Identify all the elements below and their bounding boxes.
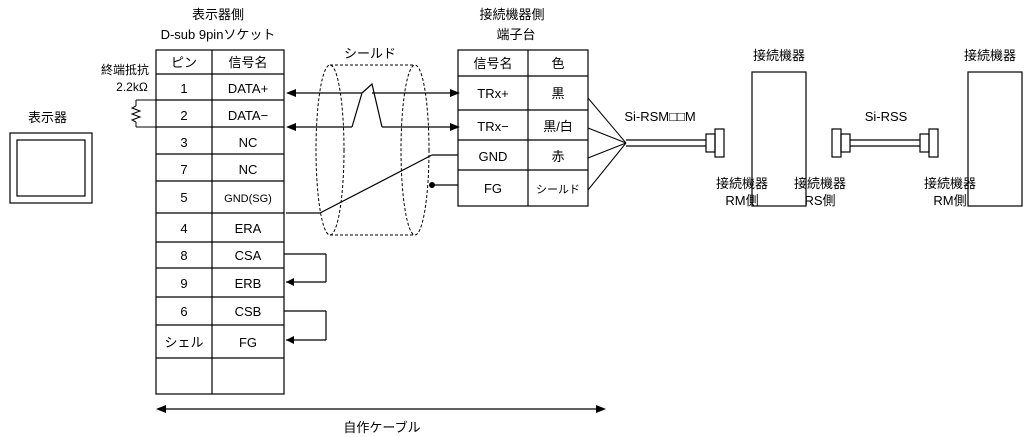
jumper-era-csa — [284, 253, 327, 286]
display-label: 表示器 — [28, 110, 67, 125]
conn-rm-2-line2: RM側 — [933, 193, 966, 208]
pin-signal: NC — [239, 135, 258, 150]
pin-number: 5 — [180, 190, 187, 205]
wire-fg — [429, 182, 458, 188]
pin-signal: FG — [239, 335, 257, 350]
terminal-signal-header: 信号名 — [473, 56, 512, 71]
conn-rm-2-line1: 接続機器 — [924, 176, 976, 191]
wire-gnd — [286, 154, 458, 214]
wire-data-minus — [286, 92, 460, 131]
cable-note: 自作ケーブル — [343, 420, 420, 435]
pin-signal: CSB — [235, 304, 262, 319]
pin-signal: DATA− — [228, 108, 268, 123]
terminal-signal: TRx− — [477, 119, 508, 134]
shield-label: シールド — [344, 46, 396, 61]
pin-signal: NC — [239, 162, 258, 177]
pin-signal: ERB — [235, 276, 262, 291]
conn-rs-line2: RS側 — [804, 193, 835, 208]
pin-number: 6 — [180, 304, 187, 319]
terminal-color: 黒/白 — [543, 119, 573, 134]
cable-rss — [831, 128, 939, 158]
signal-header: 信号名 — [228, 55, 267, 70]
display-side-title: 表示器側 — [192, 7, 244, 22]
pin-number: 9 — [180, 276, 187, 291]
device-side-subtitle: 端子台 — [496, 27, 535, 42]
monitor-icon — [9, 132, 93, 204]
conn-rm-1-line2: RM側 — [725, 193, 758, 208]
terminal-color-header: 色 — [551, 56, 564, 71]
pin-header: ピン — [171, 55, 197, 70]
pin-signal: ERA — [235, 221, 262, 236]
device-side-title: 接続機器側 — [479, 7, 544, 22]
jumper-erb-csb — [284, 310, 327, 344]
pin-number: シェル — [164, 335, 203, 350]
pin-signal: CSA — [235, 248, 262, 263]
terminal-signal: TRx+ — [477, 86, 508, 101]
terminator-label: 終端抵抗 — [101, 62, 149, 77]
resistor-icon — [130, 99, 156, 128]
pin-number: 1 — [180, 81, 187, 96]
terminal-color: シールド — [536, 184, 580, 196]
terminal-color: 黒 — [551, 86, 564, 101]
wire-data-plus — [286, 82, 460, 128]
device-label-1: 接続機器 — [753, 48, 805, 63]
terminal-color: 赤 — [551, 149, 564, 164]
pin-number: 4 — [180, 221, 187, 236]
terminal-signal: FG — [484, 181, 502, 196]
cable-rsm — [626, 128, 725, 158]
conn-rs-line1: 接続機器 — [794, 176, 846, 191]
display-connector-title: D-sub 9pinソケット — [161, 27, 276, 42]
cable-rsm-label: Si-RSM□□M — [624, 109, 695, 124]
conn-rm-1-line1: 接続機器 — [716, 176, 768, 191]
pin-signal: DATA+ — [228, 81, 268, 96]
pin-number: 7 — [180, 162, 187, 177]
terminal-signal: GND — [479, 149, 508, 164]
pin-number: 8 — [180, 248, 187, 263]
shield-ellipses — [315, 64, 430, 236]
cable-rss-label: Si-RSS — [865, 109, 908, 124]
cable-fanin — [587, 97, 627, 191]
terminal-table: 信号名 色 TRx+ 黒 TRx− 黒/白 GND 赤 FG シールド — [457, 49, 589, 207]
pin-number: 3 — [180, 135, 187, 150]
cable-length-arrow — [156, 405, 606, 413]
terminator-value: 2.2kΩ — [116, 80, 148, 94]
device-box-2 — [967, 71, 1023, 207]
pin-table: ピン 信号名 1 DATA+ 2 DATA− 3 NC 7 NC 5 GND(S… — [155, 49, 285, 395]
device-label-2: 接続機器 — [964, 48, 1016, 63]
device-box-1 — [751, 71, 807, 207]
pin-number: 2 — [180, 108, 187, 123]
pin-signal: GND(SG) — [224, 193, 272, 205]
